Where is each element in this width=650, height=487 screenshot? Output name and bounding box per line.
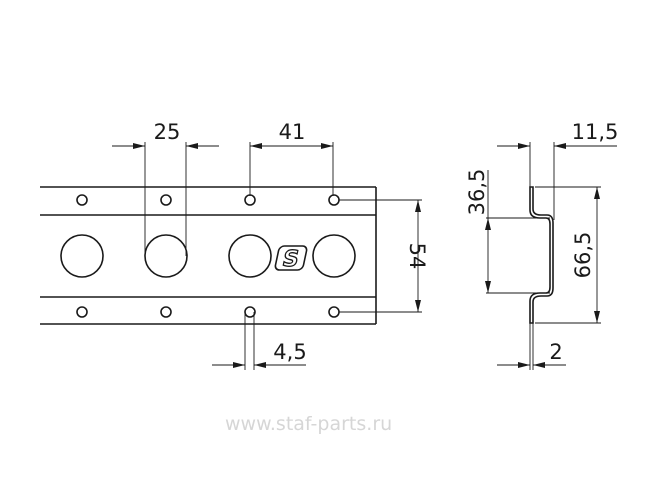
dimension-thickness: 2 xyxy=(497,323,566,370)
dimension-total-height: 66,5 xyxy=(535,186,601,324)
small-hole xyxy=(244,194,256,206)
dimension-inner-height: 36,5 xyxy=(465,169,550,294)
small-hole xyxy=(244,306,256,318)
dimension-hole-pitch: 41 xyxy=(249,120,334,196)
large-hole xyxy=(144,234,188,278)
small-hole xyxy=(76,194,88,206)
svg-text:66,5: 66,5 xyxy=(571,232,595,279)
rail-front-view xyxy=(40,186,377,325)
svg-text:2: 2 xyxy=(549,340,562,364)
small-hole xyxy=(160,306,172,318)
small-hole xyxy=(328,306,340,318)
svg-text:11,5: 11,5 xyxy=(572,120,619,144)
logo: S xyxy=(274,245,308,273)
dimension-profile-depth: 11,5 xyxy=(497,120,618,220)
large-hole xyxy=(228,234,272,278)
svg-text:4,5: 4,5 xyxy=(273,340,306,364)
small-hole xyxy=(328,194,340,206)
rail-profile-view xyxy=(529,186,554,324)
svg-text:41: 41 xyxy=(279,120,306,144)
svg-text:54: 54 xyxy=(405,243,429,270)
dimension-small-hole: 4,5 xyxy=(212,312,307,370)
dimension-hole-diameter: 25 xyxy=(112,120,219,256)
logo-letter: S xyxy=(280,246,301,272)
large-hole xyxy=(312,234,356,278)
svg-text:25: 25 xyxy=(154,120,181,144)
small-hole xyxy=(76,306,88,318)
large-hole xyxy=(60,234,104,278)
dimension-rail-height: 54 xyxy=(339,199,429,313)
watermark: www.staf-parts.ru xyxy=(225,413,392,435)
small-hole xyxy=(160,194,172,206)
svg-text:36,5: 36,5 xyxy=(465,169,489,216)
